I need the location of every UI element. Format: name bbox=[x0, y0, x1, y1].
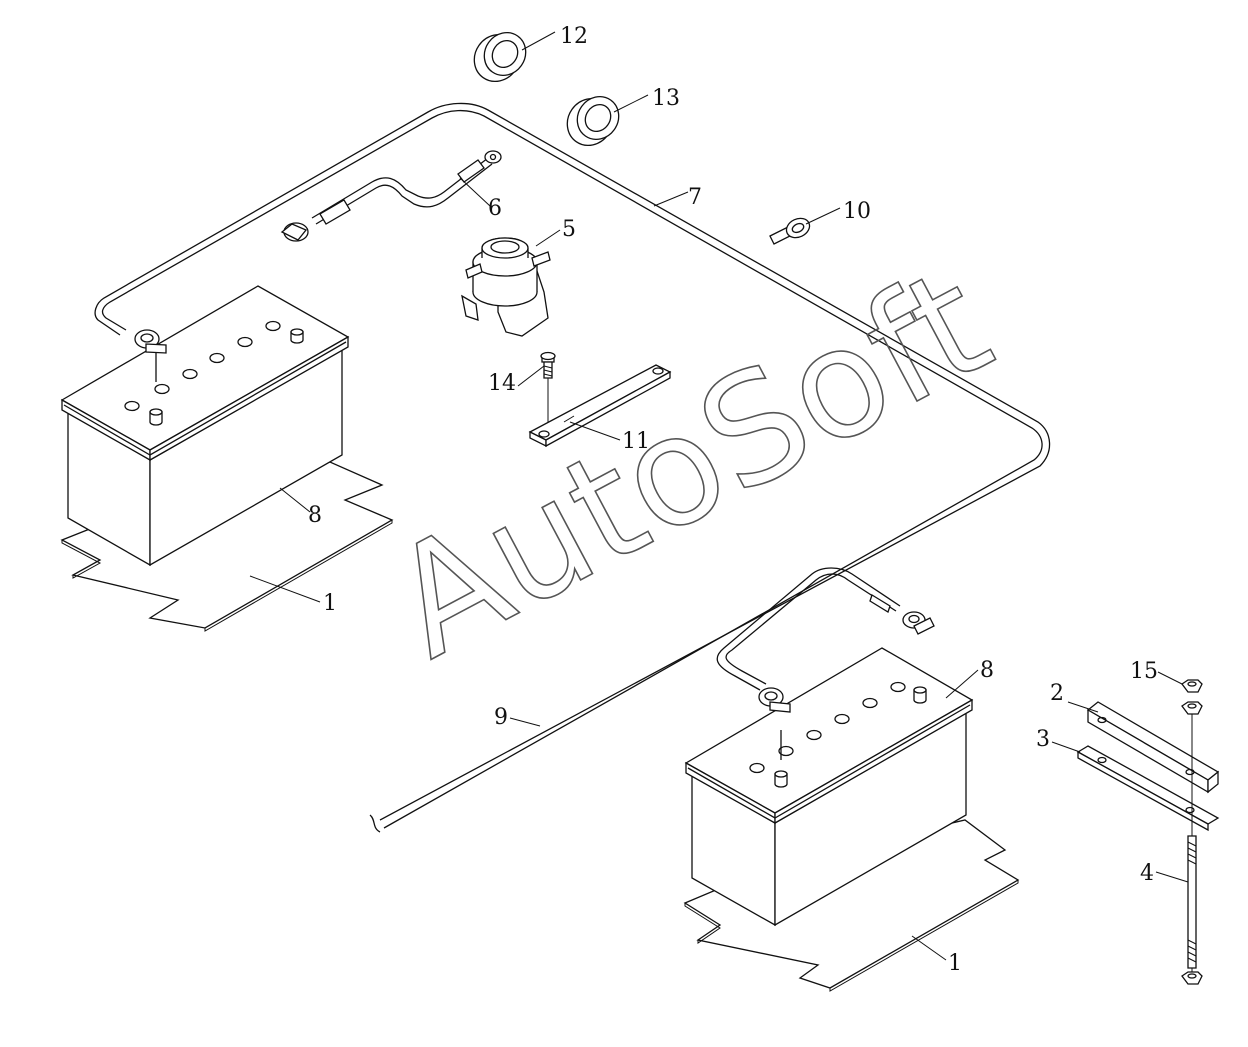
callout-1-left: 1 bbox=[323, 591, 337, 616]
leader-lines bbox=[249, 31, 1189, 961]
callout-5: 5 bbox=[562, 217, 576, 242]
callout-14: 14 bbox=[488, 371, 516, 396]
callout-1-right: 1 bbox=[948, 951, 962, 976]
callout-8-left: 8 bbox=[308, 503, 322, 528]
callout-15: 15 bbox=[1130, 659, 1158, 684]
grommet-12 bbox=[473, 31, 527, 83]
link-bar-11 bbox=[528, 364, 672, 448]
plate-3 bbox=[1076, 745, 1220, 832]
relay-5 bbox=[461, 237, 551, 337]
callout-4: 4 bbox=[1140, 861, 1154, 886]
rod-4 bbox=[1187, 706, 1197, 974]
cable-6 bbox=[280, 150, 502, 242]
callout-12: 12 bbox=[560, 24, 588, 49]
bracket-2 bbox=[1086, 701, 1220, 794]
nut-15 bbox=[1181, 679, 1203, 985]
battery-right bbox=[684, 647, 974, 927]
grommet-13 bbox=[566, 95, 620, 147]
cable-main-7 bbox=[94, 102, 1051, 833]
callout-9: 9 bbox=[494, 705, 508, 730]
callout-2: 2 bbox=[1050, 681, 1064, 706]
callout-7: 7 bbox=[688, 185, 702, 210]
callout-8-right: 8 bbox=[980, 658, 994, 683]
callout-10: 10 bbox=[843, 199, 871, 224]
battery-left bbox=[60, 285, 350, 567]
cable-9 bbox=[716, 567, 935, 691]
bolt-14 bbox=[540, 351, 556, 428]
callout-13: 13 bbox=[652, 86, 680, 111]
callout-11: 11 bbox=[622, 429, 650, 454]
callout-3: 3 bbox=[1036, 727, 1050, 752]
callout-6: 6 bbox=[488, 196, 502, 221]
callout-labels: 12 13 10 5 6 7 14 11 8 1 9 8 1 2 3 4 15 bbox=[308, 24, 1158, 976]
clip-10 bbox=[769, 217, 811, 245]
